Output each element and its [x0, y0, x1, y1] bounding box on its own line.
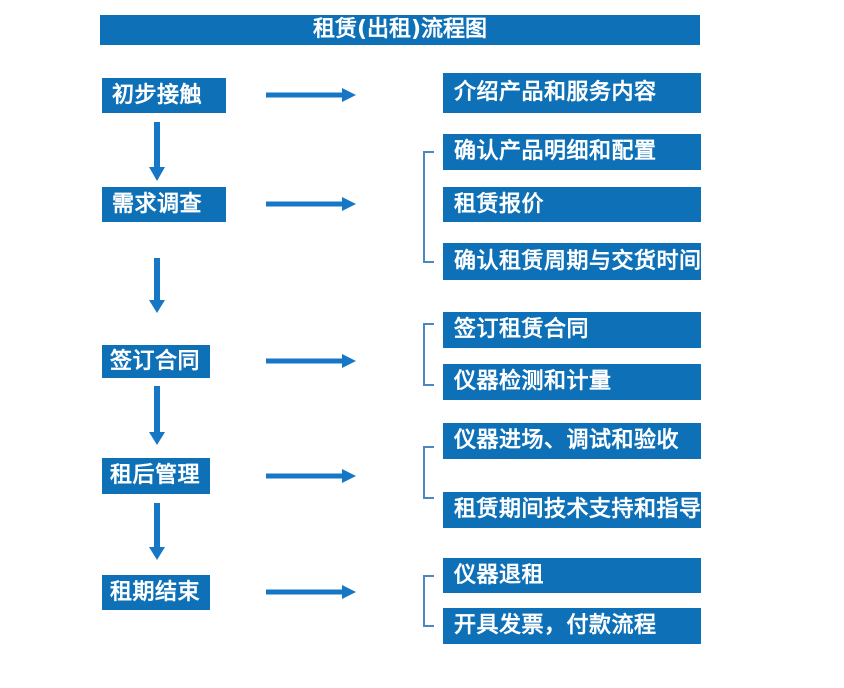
bracket-sign-contract-group	[423, 323, 434, 386]
arrow-demand-survey-right	[266, 197, 356, 211]
detail-box-confirm-rental-period-delivery: 确认租赁周期与交货时间	[443, 243, 701, 280]
bracket-post-rental-group	[423, 446, 434, 499]
arrow-lease-end-right	[266, 585, 356, 599]
arrow-initial-to-survey	[149, 122, 165, 181]
arrow-survey-to-contract	[149, 258, 165, 313]
arrow-head-right-icon	[342, 197, 356, 211]
arrow-sign-contract-right	[266, 354, 356, 368]
stage-box-demand-survey: 需求调查	[102, 187, 226, 222]
stage-box-sign-contract: 签订合同	[102, 345, 210, 378]
detail-box-instrument-testing-measurement: 仪器检测和计量	[443, 364, 701, 400]
stage-box-lease-end: 租期结束	[102, 575, 210, 610]
arrow-contract-to-management	[149, 386, 165, 445]
arrow-initial-contact-right	[266, 88, 356, 102]
detail-box-rental-quote: 租赁报价	[443, 187, 701, 222]
bracket-lease-end-group	[423, 575, 434, 627]
stage-box-initial-contact: 初步接触	[102, 78, 226, 113]
detail-box-introduce-products-services: 介绍产品和服务内容	[443, 73, 701, 113]
arrow-head-down-icon	[149, 432, 165, 445]
bracket-demand-survey-group	[423, 151, 434, 263]
arrow-head-down-icon	[149, 547, 165, 560]
arrow-management-to-end	[149, 503, 165, 560]
arrow-post-rental-right	[266, 469, 356, 483]
flowchart-title: 租赁(出租)流程图	[100, 15, 700, 45]
detail-box-sign-rental-contract: 签订租赁合同	[443, 312, 701, 348]
arrow-head-right-icon	[342, 88, 356, 102]
arrow-head-right-icon	[342, 469, 356, 483]
detail-box-instrument-return: 仪器退租	[443, 558, 701, 593]
detail-box-rental-tech-support-guidance: 租赁期间技术支持和指导	[443, 492, 701, 528]
arrow-head-down-icon	[149, 300, 165, 313]
arrow-head-right-icon	[342, 354, 356, 368]
detail-box-invoice-payment-process: 开具发票，付款流程	[443, 608, 701, 644]
detail-box-instrument-entry-debug-acceptance: 仪器进场、调试和验收	[443, 423, 701, 459]
stage-box-post-rental-management: 租后管理	[102, 458, 210, 494]
detail-box-confirm-product-details-config: 确认产品明细和配置	[443, 134, 701, 170]
arrow-head-down-icon	[149, 167, 165, 181]
arrow-head-right-icon	[342, 585, 356, 599]
